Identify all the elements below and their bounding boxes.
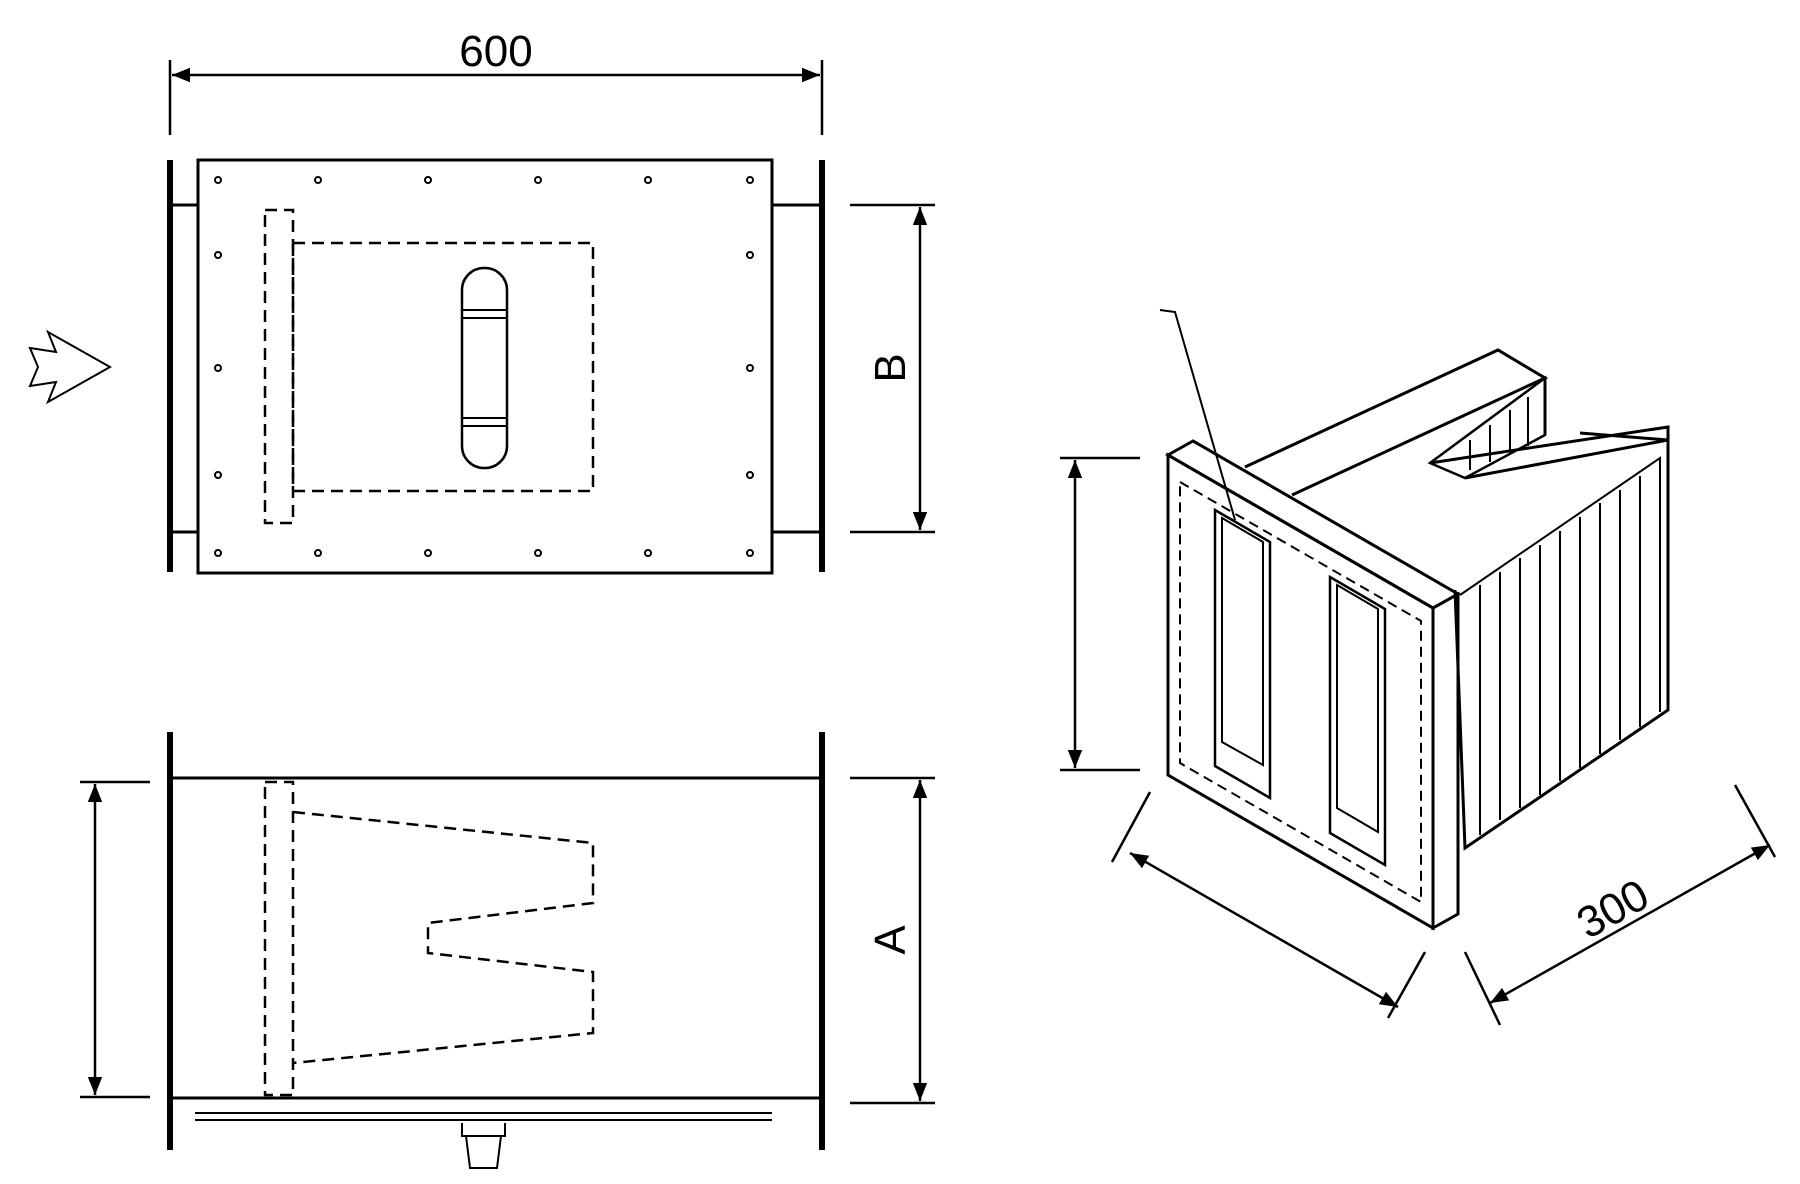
dimension-b <box>850 203 935 534</box>
dimension-300 <box>1463 784 1777 1026</box>
side-view <box>167 732 825 1169</box>
isometric-bag-filter <box>1159 309 1670 931</box>
airflow-arrow-icon <box>28 329 113 405</box>
dimension-iso-height <box>1060 456 1140 772</box>
dimension-side-left <box>80 780 150 1099</box>
dimension-600 <box>168 60 824 135</box>
dimension-a-label: A <box>866 925 915 955</box>
dimension-b-label: B <box>866 353 915 382</box>
top-view <box>167 158 825 575</box>
dimension-600-label: 600 <box>459 27 532 76</box>
dimension-300-label: 300 <box>1569 870 1657 948</box>
screw-markers <box>214 176 754 557</box>
dimension-iso-width <box>1110 791 1427 1019</box>
dimension-a <box>850 776 935 1105</box>
